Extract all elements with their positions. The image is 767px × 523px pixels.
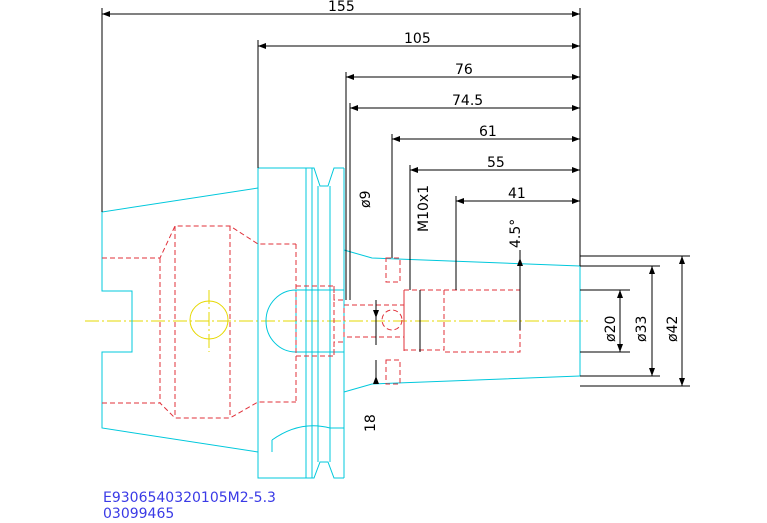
hidden-lines xyxy=(102,225,521,419)
dimension-lines xyxy=(101,8,690,387)
dim-55: 55 xyxy=(487,155,505,171)
part-number: E9306540320105M2-5.3 xyxy=(103,490,276,506)
dim-76: 76 xyxy=(455,62,473,78)
dim-74-5: 74.5 xyxy=(452,93,483,109)
dim-18: 18 xyxy=(363,414,379,432)
dim-155: 155 xyxy=(328,0,355,15)
dim-dia-33: ø33 xyxy=(634,316,650,342)
dim-dia-9: ø9 xyxy=(358,191,374,208)
dim-105: 105 xyxy=(404,31,431,47)
dim-dia-42: ø42 xyxy=(665,316,681,342)
dim-41: 41 xyxy=(508,186,526,202)
dim-angle: 4.5° xyxy=(508,219,524,248)
dim-61: 61 xyxy=(479,124,497,140)
holder-outline xyxy=(101,167,581,479)
dim-dia-20: ø20 xyxy=(603,316,619,342)
part-code: 03099465 xyxy=(103,506,175,522)
dim-thread: M10x1 xyxy=(416,185,432,232)
